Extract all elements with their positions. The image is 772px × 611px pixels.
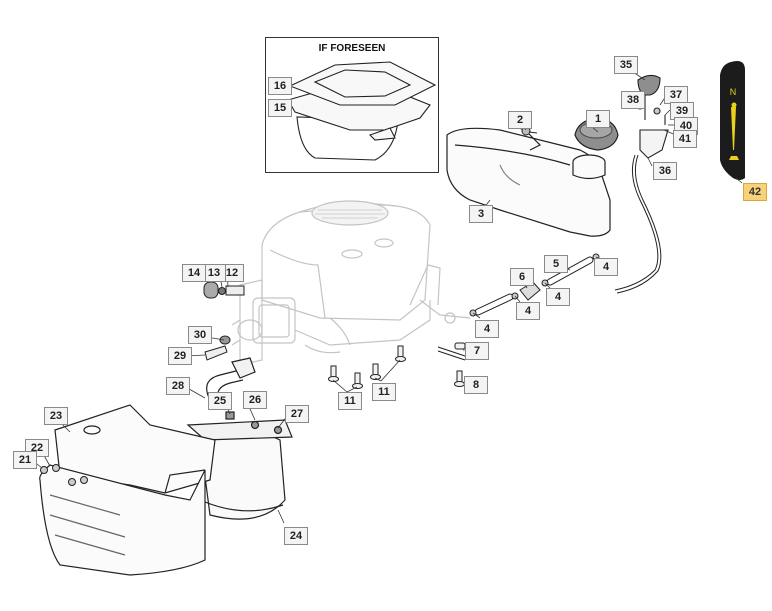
- part-label-8[interactable]: 8: [464, 376, 488, 394]
- part-label-38[interactable]: 38: [621, 91, 645, 109]
- inset-title: IF FORESEEN: [318, 43, 386, 54]
- part-label-23[interactable]: 23: [44, 407, 68, 425]
- tank-screw: [521, 126, 538, 136]
- part-label-13[interactable]: 13: [202, 264, 226, 282]
- part-label-4-b[interactable]: 4: [546, 288, 570, 306]
- part-label-7[interactable]: 7: [465, 342, 489, 360]
- part-label-11-a[interactable]: 11: [338, 392, 362, 410]
- part-label-41[interactable]: 41: [673, 130, 697, 148]
- part-label-11-b[interactable]: 11: [372, 383, 396, 401]
- throttle-decal: N: [720, 61, 745, 180]
- part-label-4-a[interactable]: 4: [594, 258, 618, 276]
- part-label-27[interactable]: 27: [285, 405, 309, 423]
- muffler: [186, 411, 293, 520]
- part-label-4-c[interactable]: 4: [516, 302, 540, 320]
- part-label-16[interactable]: 16: [268, 77, 292, 95]
- decal-letter: N: [730, 87, 737, 97]
- part-label-35[interactable]: 35: [614, 56, 638, 74]
- part-label-14[interactable]: 14: [182, 264, 206, 282]
- intake-pipe: [203, 281, 245, 361]
- part-label-36[interactable]: 36: [653, 162, 677, 180]
- part-label-26[interactable]: 26: [243, 391, 267, 409]
- muffler-guard: [39, 404, 216, 576]
- bolts: [328, 342, 466, 389]
- part-label-29[interactable]: 29: [168, 347, 192, 365]
- part-label-5[interactable]: 5: [544, 255, 568, 273]
- engine-block: [231, 200, 471, 366]
- part-label-4-d[interactable]: 4: [475, 320, 499, 338]
- part-label-24[interactable]: 24: [284, 527, 308, 545]
- guard-screws: [40, 464, 88, 486]
- part-label-21[interactable]: 21: [13, 451, 37, 469]
- part-label-3[interactable]: 3: [469, 205, 493, 223]
- part-label-28[interactable]: 28: [166, 377, 190, 395]
- inset-parts: [287, 61, 437, 161]
- part-label-2[interactable]: 2: [508, 111, 532, 129]
- part-label-30[interactable]: 30: [188, 326, 212, 344]
- if-foreseen-inset: IF FORESEEN: [265, 37, 439, 173]
- part-label-15[interactable]: 15: [268, 99, 292, 117]
- throttle-cable: [614, 154, 662, 294]
- part-label-1[interactable]: 1: [586, 110, 610, 128]
- part-label-25[interactable]: 25: [208, 392, 232, 410]
- part-label-6[interactable]: 6: [510, 268, 534, 286]
- fuel-tank: [446, 124, 611, 237]
- part-label-42-highlighted[interactable]: 42: [743, 183, 767, 201]
